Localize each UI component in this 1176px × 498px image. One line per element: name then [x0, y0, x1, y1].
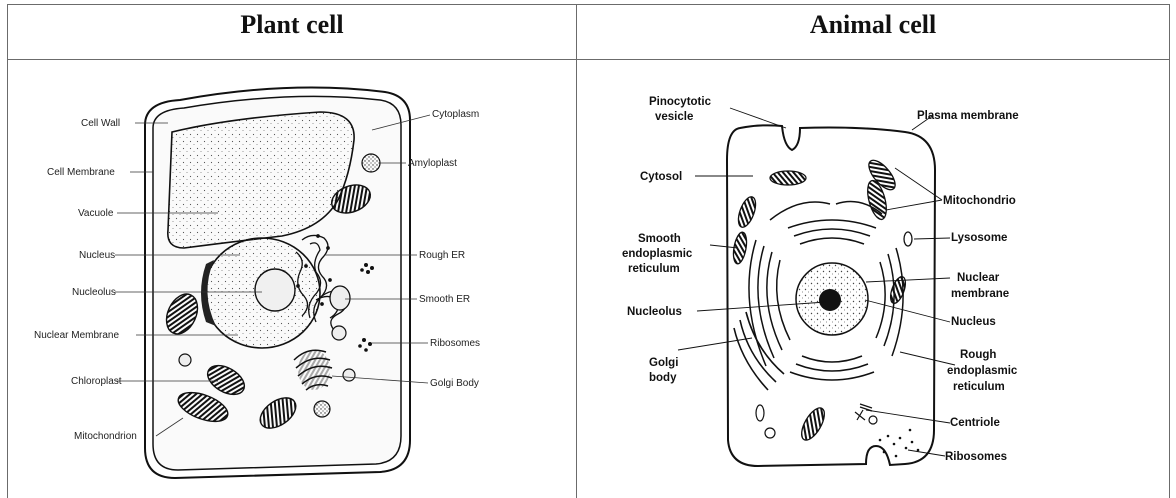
label-cell-membrane: Cell Membrane	[47, 167, 115, 178]
label-rough-er-2: endoplasmic	[947, 365, 1018, 377]
label-nucleus: Nucleus	[79, 250, 115, 261]
label-golgi-2: body	[649, 372, 677, 384]
label-rough-er: Rough ER	[419, 250, 465, 261]
label-ribosomes: Ribosomes	[430, 338, 480, 349]
label-lysosome: Lysosome	[951, 232, 1007, 244]
label-mitochondrion: Mitochondrion	[74, 431, 137, 442]
label-chloroplast: Chloroplast	[71, 376, 122, 387]
label-golgi-1: Golgi	[649, 357, 678, 369]
label-vacuole: Vacuole	[78, 208, 114, 219]
label-rough-er-3: reticulum	[953, 381, 1005, 393]
label-nuclear-membrane: Nuclear Membrane	[34, 330, 119, 341]
label-smooth-er-3: reticulum	[628, 263, 680, 275]
animal-cell-header: Animal cell	[577, 10, 1169, 40]
label-cytoplasm: Cytoplasm	[432, 109, 479, 120]
label-plasma-membrane: Plasma membrane	[917, 110, 1019, 122]
label-nucleolus: Nucleolus	[627, 306, 682, 318]
label-golgi-body: Golgi Body	[430, 378, 479, 389]
label-amyloplast: Amyloplast	[408, 158, 457, 169]
label-centriole: Centriole	[950, 417, 1000, 429]
label-cytosol: Cytosol	[640, 171, 682, 183]
plant-nucleolus	[255, 269, 295, 311]
label-smooth-er: Smooth ER	[419, 294, 470, 305]
plant-cell-diagram: Cell Wall Cell Membrane Vacuole Nucleus …	[8, 60, 576, 498]
label-nucleolus: Nucleolus	[72, 287, 116, 298]
amyloplast	[362, 154, 380, 172]
label-rough-er-1: Rough	[960, 349, 996, 361]
label-pinocytotic-vesicle: vesicle	[655, 111, 693, 123]
label-mitochondrion: Mitochondrio	[943, 195, 1016, 207]
label-nuclear-membrane-2: membrane	[951, 288, 1009, 300]
label-ribosomes: Ribosomes	[945, 451, 1007, 463]
plant-cell-header: Plant cell	[8, 10, 576, 40]
label-cell-wall: Cell Wall	[81, 118, 120, 129]
animal-cell-diagram: Pinocytotic vesicle Plasma membrane Cyto…	[577, 60, 1169, 498]
label-nuclear-membrane-1: Nuclear	[957, 272, 1000, 284]
lysosome	[904, 232, 912, 246]
animal-nucleolus	[819, 289, 841, 311]
label-nucleus: Nucleus	[951, 316, 996, 328]
label-pinocytotic: Pinocytotic	[649, 96, 712, 108]
label-smooth-er-2: endoplasmic	[622, 248, 693, 260]
label-smooth-er-1: Smooth	[638, 233, 681, 245]
